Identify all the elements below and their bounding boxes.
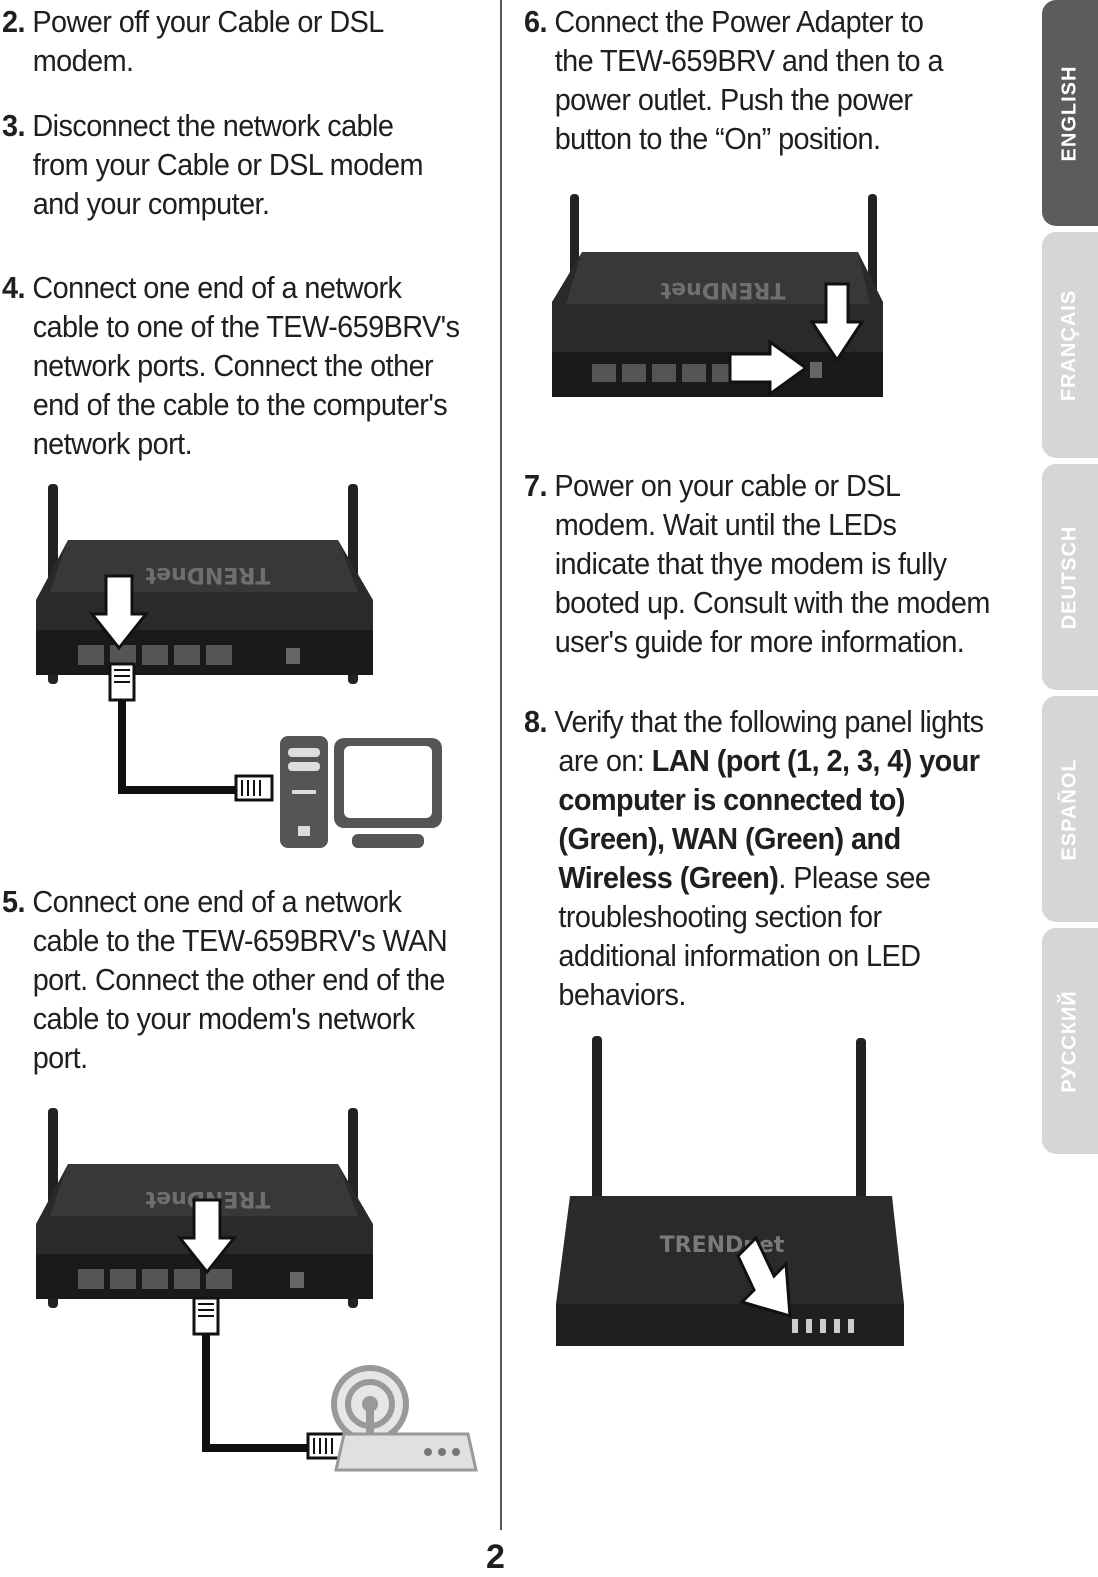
- ethernet-plug-icon: [234, 774, 274, 802]
- arrow-icon: [809, 282, 865, 363]
- computer-icon: [280, 736, 442, 848]
- step-5: 5. Connect one end of a network cable to…: [2, 884, 448, 1075]
- tab-english[interactable]: ENGLISH: [1042, 0, 1098, 226]
- tab-deutsch[interactable]: DEUTSCH: [1042, 464, 1098, 690]
- power-adapter-figure: TRENDnet: [552, 194, 883, 397]
- page-number: 2: [486, 1538, 505, 1576]
- router-to-modem-figure: TRENDnet: [36, 1108, 478, 1472]
- router-icon: TRENDnet: [556, 1036, 904, 1346]
- arrow-icon: [88, 574, 150, 651]
- step-6: 6. Connect the Power Adapter to the TEW-…: [524, 4, 944, 156]
- ethernet-plug-icon: [108, 662, 136, 702]
- router-icon: TRENDnet: [552, 194, 883, 397]
- arrow-icon: [176, 1198, 238, 1275]
- panel-lights-figure: TRENDnet: [556, 1036, 904, 1346]
- router-icon: TRENDnet: [36, 484, 373, 684]
- router-to-computer-figure: TRENDnet: [36, 484, 442, 848]
- arrow-icon: [736, 1235, 792, 1319]
- tab-francais[interactable]: FRANÇAIS: [1042, 232, 1098, 458]
- column-divider: [500, 0, 502, 1530]
- router-brand-label: TRENDnet: [660, 277, 785, 302]
- arrow-icon: [728, 339, 809, 397]
- ethernet-plug-icon: [192, 1296, 220, 1336]
- step-3: 3. Disconnect the network cable from you…: [2, 108, 424, 221]
- modem-icon: [331, 1365, 478, 1472]
- router-brand-label: TRENDnet: [660, 1233, 785, 1258]
- router-brand-label: TRENDnet: [145, 562, 270, 587]
- step-2: 2. Power off your Cable or DSL modem.: [2, 4, 384, 78]
- step-7: 7. Power on your cable or DSL modem. Wai…: [524, 468, 990, 659]
- step-4: 4. Connect one end of a network cable to…: [2, 270, 460, 461]
- tab-russian[interactable]: РУССКИЙ: [1042, 928, 1098, 1154]
- tab-espanol[interactable]: ESPAÑOL: [1042, 696, 1098, 922]
- step-8: 8. Verify that the following panel light…: [524, 704, 984, 1012]
